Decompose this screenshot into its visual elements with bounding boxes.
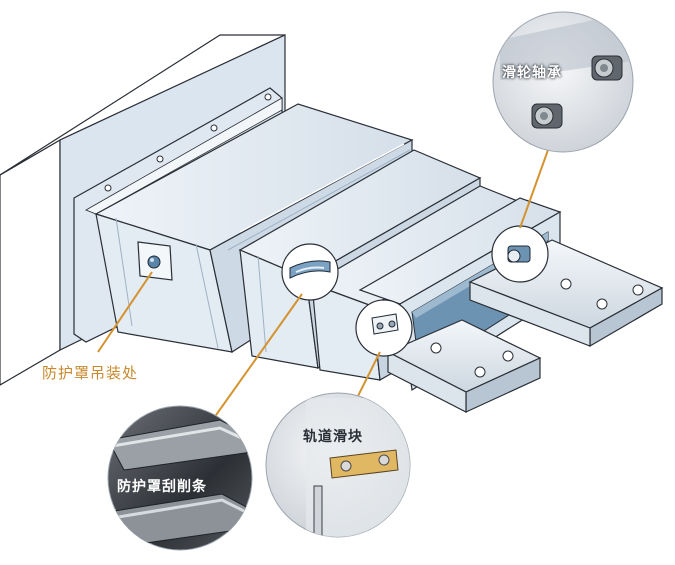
callout-slider-small [355, 299, 413, 357]
label-hanger-mount: 防护罩吊装处 [42, 364, 139, 382]
label-roller-bearing: 滑轮轴承 [502, 65, 562, 81]
zoom-rail-slider [265, 392, 411, 538]
guide-rail-front [386, 319, 542, 413]
leader-lines [97, 149, 549, 433]
zoom-roller-bearing [492, 11, 634, 153]
label-wiper-strip: 防护罩刮削条 [117, 479, 207, 495]
zoom-wiper-strip [107, 405, 253, 551]
label-rail-slider: 轨道滑块 [303, 429, 363, 445]
callout-bearing-small [491, 225, 549, 283]
callout-wiper-small [281, 243, 339, 301]
hanger-mount-plate [137, 241, 173, 281]
